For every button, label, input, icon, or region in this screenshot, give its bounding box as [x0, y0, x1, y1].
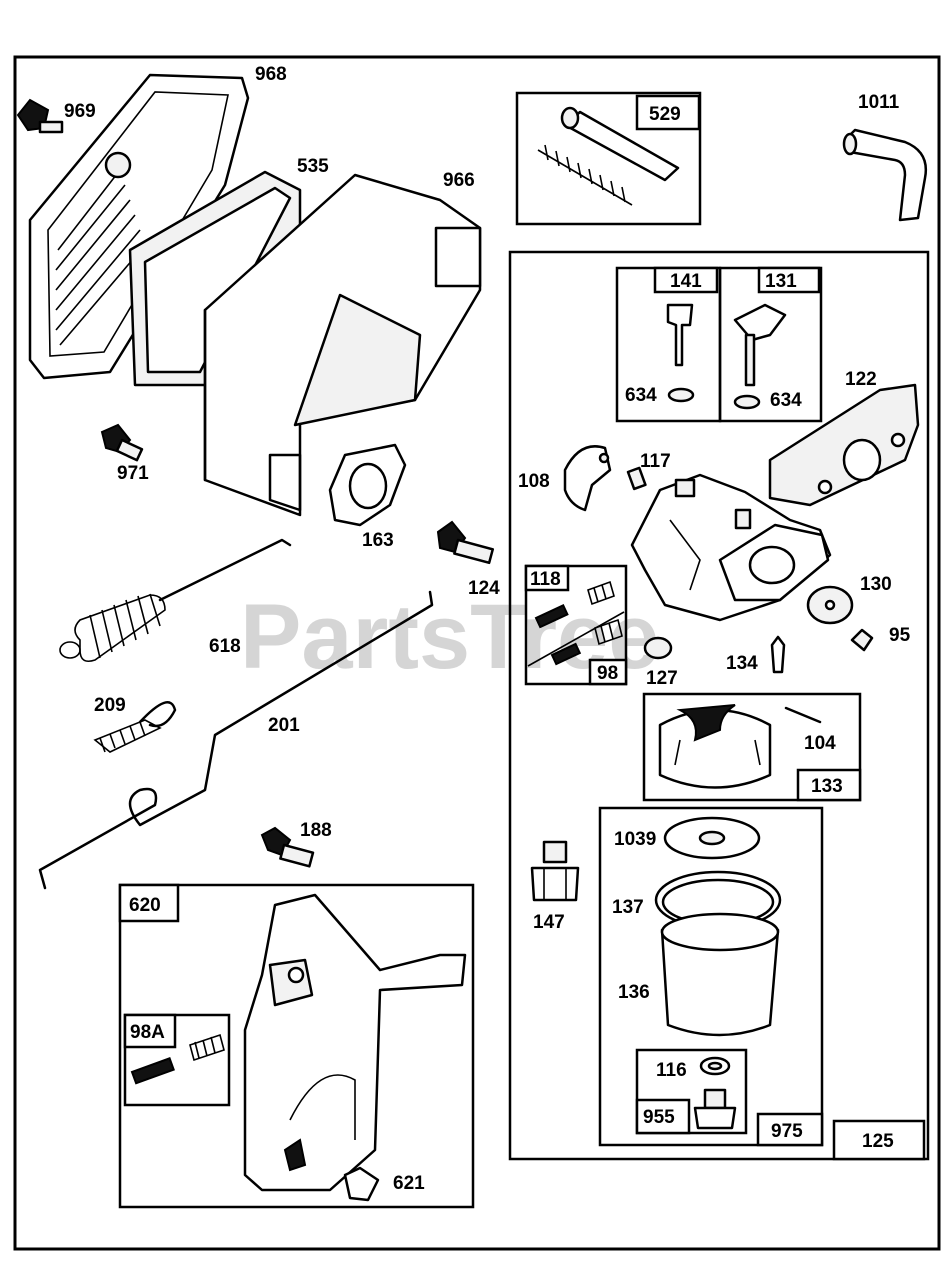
pin-104-part[interactable] [784, 706, 822, 724]
tag-141 [653, 266, 719, 294]
label-116: 116 [656, 1060, 687, 1081]
plate-108-part[interactable] [563, 445, 612, 512]
jet-147-part[interactable] [530, 840, 580, 902]
link-rod-201-part[interactable] [38, 590, 434, 890]
label-98A: 98A [130, 1022, 165, 1043]
bolt-971-part[interactable] [100, 423, 144, 462]
bolt-188-part[interactable] [260, 826, 315, 868]
label-108: 108 [518, 471, 550, 492]
label-124: 124 [468, 578, 500, 599]
screw-969-part[interactable] [16, 98, 64, 134]
label-618: 618 [209, 636, 241, 657]
label-620: 620 [129, 895, 161, 916]
bolt-124-part[interactable] [436, 520, 495, 565]
group-box-98A [123, 1013, 231, 1107]
float-133-part[interactable] [658, 704, 772, 789]
label-137: 137 [612, 897, 644, 918]
screw-spring-98-part[interactable] [550, 618, 623, 666]
float-bowl-136-part[interactable] [660, 912, 780, 1037]
air-cleaner-cover-part[interactable] [28, 73, 250, 380]
shaft-131-part[interactable] [733, 303, 787, 410]
plate-130-part[interactable] [806, 585, 854, 625]
tag-125 [832, 1119, 926, 1161]
label-141: 141 [670, 271, 702, 292]
label-1011: 1011 [858, 92, 900, 113]
label-634-b: 634 [770, 390, 802, 411]
tag-118 [524, 564, 570, 592]
screw-spring-118-part[interactable] [534, 580, 615, 629]
label-117: 117 [640, 451, 671, 472]
gasket-163-part[interactable] [328, 443, 407, 527]
label-188: 188 [300, 820, 332, 841]
clip-621-part[interactable] [343, 1166, 380, 1202]
washer-116-part[interactable] [699, 1056, 731, 1076]
label-98: 98 [597, 663, 618, 684]
label-955: 955 [643, 1107, 675, 1128]
carburetor-body-part[interactable] [630, 473, 832, 622]
label-968: 968 [255, 64, 287, 85]
label-621: 621 [393, 1173, 425, 1194]
label-133: 133 [811, 776, 843, 797]
label-969: 969 [64, 101, 96, 122]
gasket-1039-part[interactable] [663, 816, 761, 860]
nut-955-part[interactable] [693, 1088, 737, 1130]
label-127: 127 [646, 668, 678, 689]
label-201: 201 [268, 715, 300, 736]
spring-209-part[interactable] [93, 701, 177, 753]
label-966: 966 [443, 170, 475, 191]
label-975: 975 [771, 1121, 803, 1142]
group-box-975 [598, 806, 824, 1147]
label-131: 131 [765, 271, 797, 292]
tag-620 [118, 883, 180, 923]
plug-127-part[interactable] [643, 636, 673, 660]
label-529: 529 [649, 104, 681, 125]
shaft-141-part[interactable] [666, 303, 695, 403]
label-95: 95 [889, 625, 911, 646]
tag-955 [635, 1098, 691, 1135]
tag-133 [796, 768, 862, 802]
governor-spring-part[interactable] [59, 538, 292, 663]
needle-134-part[interactable] [770, 635, 786, 674]
label-118: 118 [530, 569, 561, 590]
group-box-529 [515, 91, 702, 226]
label-122: 122 [845, 369, 877, 390]
tag-975 [756, 1112, 824, 1147]
label-163: 163 [362, 530, 394, 551]
divider-118-98 [527, 611, 625, 667]
diagram-border [13, 55, 941, 1251]
tag-98 [588, 658, 628, 686]
spring-sleeve-529-part[interactable] [537, 106, 680, 206]
screw-95-part[interactable] [850, 628, 874, 652]
label-1039: 1039 [614, 829, 656, 850]
label-209: 209 [94, 695, 126, 716]
label-535: 535 [297, 156, 329, 177]
tag-98A [123, 1013, 177, 1049]
label-634-a: 634 [625, 385, 657, 406]
group-box-133 [642, 692, 862, 802]
hose-1011-part[interactable] [842, 128, 928, 222]
label-147: 147 [533, 912, 565, 933]
group-box-118 [524, 564, 628, 686]
label-104: 104 [804, 733, 836, 754]
label-130: 130 [860, 574, 892, 595]
screw-spring-98A-part[interactable] [130, 1033, 225, 1085]
label-136: 136 [618, 982, 650, 1003]
group-box-116-955 [635, 1048, 748, 1135]
control-bracket-part[interactable] [243, 893, 467, 1192]
air-cleaner-housing-part[interactable] [203, 173, 482, 517]
label-971: 971 [117, 463, 149, 484]
label-125: 125 [862, 1131, 894, 1152]
label-134: 134 [726, 653, 758, 674]
pin-117-part[interactable] [626, 466, 647, 491]
group-box-620 [118, 883, 475, 1209]
tag-131 [757, 266, 821, 294]
tag-529 [635, 94, 701, 131]
gasket-122-part[interactable] [768, 383, 920, 507]
group-box-125 [508, 250, 930, 1161]
